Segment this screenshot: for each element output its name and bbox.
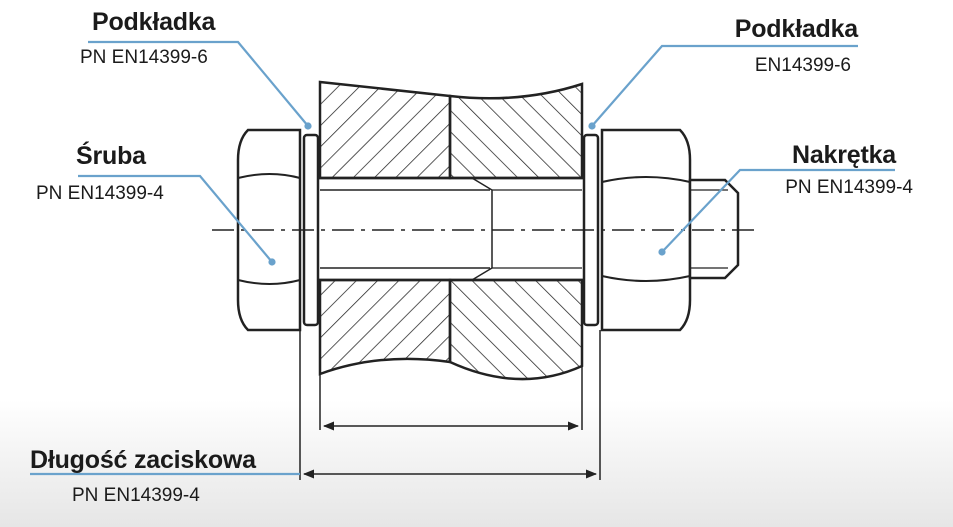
label-bolt-title: Śruba: [76, 142, 146, 170]
leader-washer-left: [88, 40, 312, 130]
bolt-shank: [318, 176, 585, 282]
label-nut-title: Nakrętka: [791, 141, 896, 169]
label-bolt: Śruba: [76, 142, 146, 171]
label-washer-right: Podkładka: [735, 15, 858, 44]
label-washer-left-standard-box: PN EN14399-6: [80, 46, 208, 70]
plate-right-lower: [448, 278, 584, 381]
label-clamp-length-standard: PN EN14399-4: [72, 485, 200, 506]
label-washer-right-title: Podkładka: [734, 15, 858, 43]
bolt-thread-end: [688, 178, 740, 280]
background-gradient: [0, 400, 953, 527]
plate-left-upper: [318, 80, 452, 180]
label-washer-left-standard: PN EN14399-6: [80, 47, 208, 68]
label-washer-left-title: Podkładka: [92, 8, 216, 36]
leader-washer-right: [588, 44, 858, 130]
leader-nut: [658, 168, 895, 256]
label-clamp-length-title: Długość zaciskowa: [30, 446, 256, 474]
plate-right-upper: [448, 82, 584, 180]
dimension-clamp-length: [299, 330, 601, 480]
plate-left-lower: [318, 278, 452, 376]
nut: [600, 128, 692, 332]
label-washer-right-standard: EN14399-6: [754, 55, 851, 76]
label-bolt-standard-box: PN EN14399-4: [36, 182, 164, 206]
leader-lines: [30, 40, 895, 476]
label-nut-standard-box: PN EN14399-4: [785, 176, 913, 200]
dimension-plates: [319, 366, 583, 431]
label-clamp-length-standard-box: PN EN14399-4: [72, 484, 200, 508]
label-washer-left: Podkładka: [92, 8, 215, 37]
label-nut: Nakrętka: [792, 141, 896, 170]
label-washer-right-standard-box: EN14399-6: [755, 54, 851, 78]
label-nut-standard: PN EN14399-4: [785, 177, 913, 198]
label-clamp-length: Długość zaciskowa: [30, 446, 256, 475]
label-bolt-standard: PN EN14399-4: [36, 183, 164, 204]
leader-bolt: [78, 174, 276, 266]
